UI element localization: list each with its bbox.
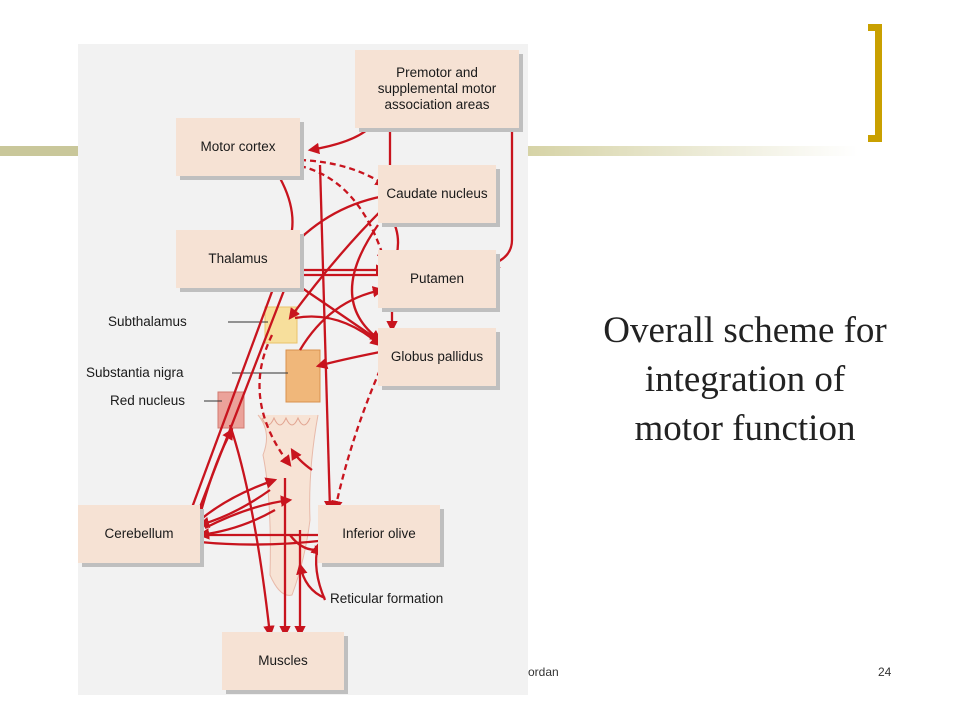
arrow-cerebellum-brainstem-3	[204, 495, 293, 530]
premotor-association-box: Premotor and supplemental motor associat…	[355, 50, 519, 128]
substantia-nigra-label: Substantia nigra	[86, 365, 184, 380]
slide-title-line-2: integration of	[644, 359, 846, 400]
slide-title: Overall scheme for integration of motor …	[560, 306, 930, 453]
arrow-red-muscles	[228, 424, 275, 638]
cerebellum-box: Cerebellum	[78, 505, 200, 563]
arrow-motorcortex-caudate-dashed	[299, 158, 387, 187]
arrow-globus-nigra	[315, 350, 381, 370]
globus-pallidus-box: Globus pallidus	[378, 328, 496, 386]
putamen-box: Putamen	[378, 250, 496, 308]
arrow-cerebellum-red	[198, 427, 234, 516]
arrow-cerebellum-olive	[199, 535, 331, 547]
slide-title-line-1: Overall scheme for	[603, 310, 887, 351]
arrow-motorcortex-putamen-dashed	[299, 164, 388, 265]
slide-title-line-3: motor function	[634, 408, 856, 449]
accent-bracket	[868, 24, 882, 142]
arrow-cerebellum-brainstem	[199, 477, 278, 521]
arrow-globus-olive-dashed	[331, 369, 382, 513]
muscles-box: Muscles	[222, 632, 344, 690]
arrow-caudate-globus-left	[350, 224, 382, 342]
arrow-nigra-putamen	[299, 286, 385, 351]
motor-cortex-box: Motor cortex	[176, 118, 300, 176]
red-nucleus-label: Red nucleus	[110, 393, 186, 408]
footer-author: ordan	[528, 665, 559, 679]
arrow-subthalamus-brainstem-dashed	[258, 334, 292, 467]
arrow-reticular-brainstem	[296, 562, 326, 600]
inferior-olive-box: Inferior olive	[318, 505, 440, 563]
arrow-brainstem-cerebellum	[197, 489, 271, 528]
decor-bar-left	[0, 146, 78, 156]
subthalamus-label: Subthalamus	[108, 314, 187, 329]
arrow-caudate-subthalamus	[288, 199, 393, 320]
page-number: 24	[878, 665, 892, 679]
arrow-cerebellum-thalamus	[178, 267, 283, 541]
thalamus-box: Thalamus	[176, 230, 300, 288]
brainstem-ridges	[261, 416, 311, 426]
arrow-cortex-brainstem	[290, 448, 313, 471]
substantia-nigra-block	[285, 349, 321, 403]
red-nucleus-block	[217, 391, 245, 429]
decor-bar-right	[528, 146, 858, 156]
arrow-subthalamus-globus	[294, 315, 382, 347]
caudate-nucleus-box: Caudate nucleus	[378, 165, 496, 223]
reticular-formation-label: Reticular formation	[330, 591, 444, 606]
